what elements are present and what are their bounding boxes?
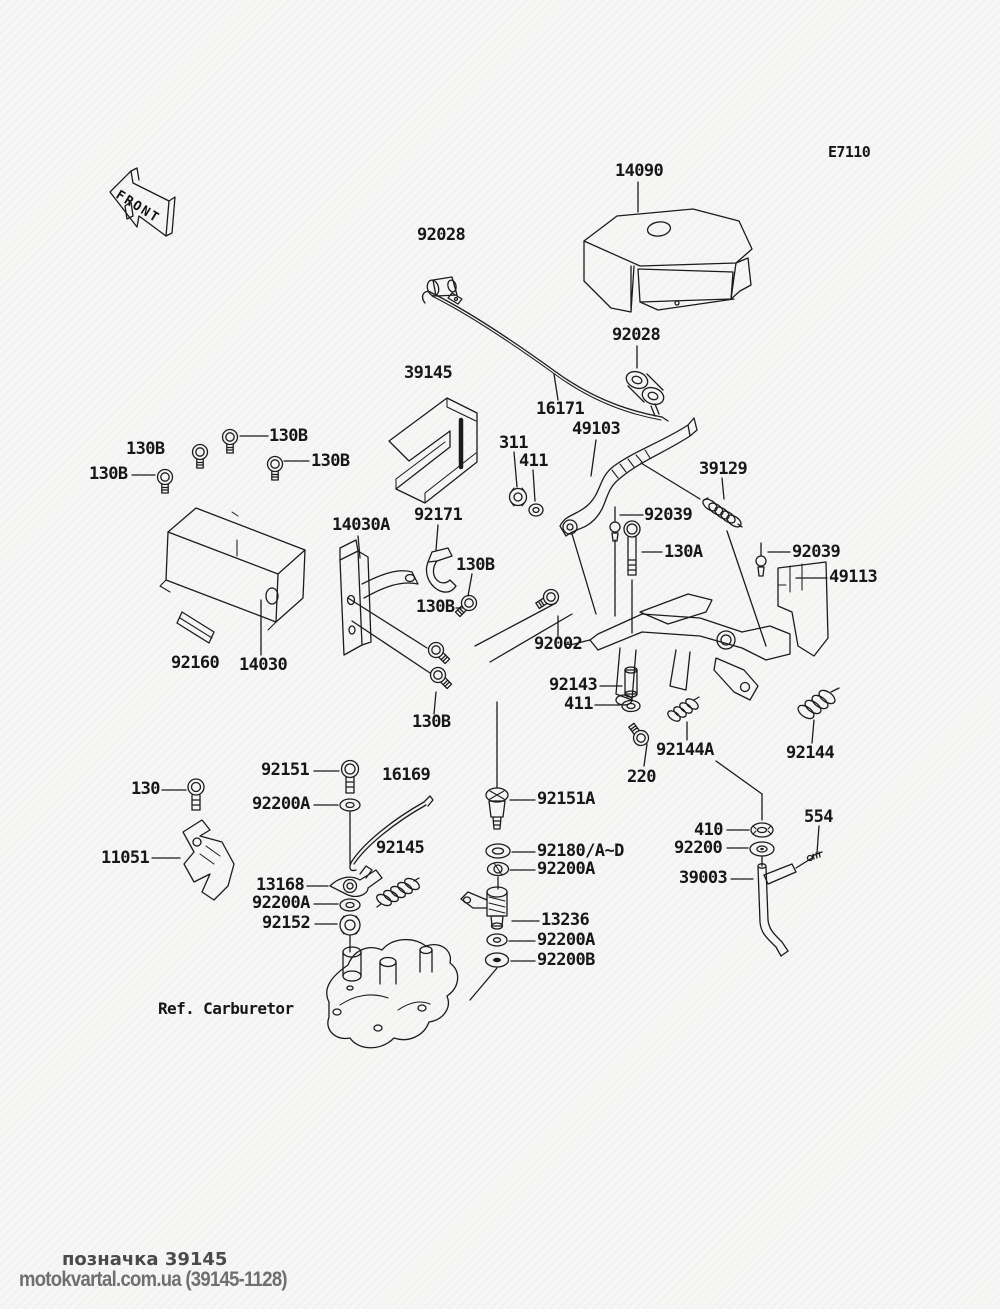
part-label-410: 410 (694, 820, 724, 840)
part-92200-washer (749, 841, 775, 857)
part-92200A-washer-2 (486, 861, 510, 877)
part-label-16171: 16171 (536, 399, 585, 419)
part-label-92039-right: 92039 (792, 542, 841, 562)
part-label-14030A: 14030A (332, 515, 390, 535)
part-label-13236: 13236 (541, 910, 590, 930)
part-92200A-washer-1 (339, 798, 361, 812)
part-label-130B-top2: 130B (126, 439, 165, 459)
leader-lines (131, 181, 828, 962)
part-label-411-upper: 411 (519, 451, 549, 471)
part-label-130B-top1: 130B (269, 426, 308, 446)
part-label-92200B: 92200B (537, 950, 595, 970)
part-label-14030: 14030 (239, 655, 288, 675)
front-arrow-icon: FRONT (109, 167, 176, 237)
part-center-bracket-assembly (565, 593, 791, 706)
watermark-site-text: motokvartal.com.ua (39145-1128) (19, 1268, 288, 1291)
part-14090-cover (583, 208, 753, 313)
part-11051-bracket (182, 819, 235, 901)
part-label-92200A-1: 92200A (252, 794, 310, 814)
part-label-130A: 130A (664, 542, 703, 562)
part-label-130B-mid2: 130B (416, 597, 455, 617)
part-92171-clamp (425, 547, 457, 593)
part-92143-collar (624, 666, 638, 698)
part-label-13168: 13168 (256, 875, 305, 895)
part-39145-damper (388, 397, 478, 504)
part-49113-bracket (777, 561, 829, 657)
part-label-130B-top3: 130B (311, 451, 350, 471)
part-92039-pin-left (609, 506, 621, 542)
part-label-39003: 39003 (679, 868, 728, 888)
part-92144-spring (797, 687, 840, 720)
part-311-nut (508, 487, 528, 507)
page-code: E7110 (828, 143, 871, 161)
part-label-92002: 92002 (534, 634, 583, 654)
part-label-311: 311 (499, 433, 529, 453)
part-13236-link (460, 886, 508, 930)
part-label-130B-bottom: 130B (412, 712, 451, 732)
part-92152-nut (339, 914, 361, 936)
part-16169-rod (349, 795, 434, 872)
part-92200B-washer (484, 952, 510, 968)
part-label-92200: 92200 (674, 838, 723, 858)
part-92145-spring (376, 877, 420, 908)
part-label-92160: 92160 (171, 653, 220, 673)
part-92180-washer (485, 843, 511, 859)
part-label-14090: 14090 (615, 161, 664, 181)
part-label-130B-top4: 130B (89, 464, 128, 484)
watermark-mark-text: позначка 39145 (62, 1249, 228, 1270)
part-label-92143: 92143 (549, 675, 598, 695)
part-label-92171: 92171 (414, 505, 463, 525)
part-label-16169: 16169 (382, 765, 431, 785)
part-label-411-lower: 411 (564, 694, 594, 714)
part-49103-lever (559, 417, 698, 537)
part-410-washer (750, 822, 774, 838)
part-label-130B-mid1: 130B (456, 555, 495, 575)
part-label-92152: 92152 (262, 913, 311, 933)
part-130-bolt (187, 778, 205, 811)
part-39003-rod (757, 857, 813, 957)
part-label-92151A: 92151A (537, 789, 595, 809)
part-14030-box (159, 507, 306, 631)
part-411-washer-lower (621, 699, 641, 713)
part-label-92039-left: 92039 (644, 505, 693, 525)
part-92151A-valve (485, 787, 509, 830)
part-label-39129: 39129 (699, 459, 748, 479)
part-92028-clamp-upper (426, 276, 463, 305)
assembly-lines (347, 462, 767, 1001)
part-92144A-spring (667, 696, 700, 722)
part-92160-plate (176, 611, 215, 644)
part-label-11051: 11051 (101, 848, 150, 868)
part-92200A-washer-4 (486, 933, 508, 947)
part-label-554: 554 (804, 807, 834, 827)
part-label-92200A-3: 92200A (252, 893, 310, 913)
part-16171-cable (421, 290, 669, 422)
part-label-92028-lower: 92028 (612, 325, 661, 345)
part-label-39145: 39145 (404, 363, 453, 383)
part-92200A-washer-3 (339, 898, 361, 912)
ref-carburetor-label: Ref. Carburetor (158, 999, 294, 1018)
part-label-92144A: 92144A (656, 740, 714, 760)
part-92028-clamp-lower (625, 370, 665, 417)
part-92039-pin-right (755, 542, 767, 577)
part-92151-bolt (340, 759, 360, 794)
part-411-washer-upper (528, 503, 544, 517)
part-label-92145: 92145 (376, 838, 425, 858)
part-label-92200A-2: 92200A (537, 859, 595, 879)
part-130A-bolt (623, 520, 641, 576)
part-label-130: 130 (131, 779, 161, 799)
part-label-49103: 49103 (572, 419, 621, 439)
part-label-92144: 92144 (786, 743, 835, 763)
part-label-92200A-4: 92200A (537, 930, 595, 950)
part-39129-spring (702, 497, 743, 528)
part-13168-lever (329, 865, 383, 898)
part-label-92028-upper: 92028 (417, 225, 466, 245)
part-14030A-bracket (339, 539, 419, 656)
part-label-220: 220 (627, 767, 657, 787)
part-label-92151: 92151 (261, 760, 310, 780)
part-label-92180AD: 92180/A~D (537, 841, 624, 861)
ref-carburetor-body (326, 939, 459, 1049)
part-label-49113: 49113 (829, 567, 878, 587)
